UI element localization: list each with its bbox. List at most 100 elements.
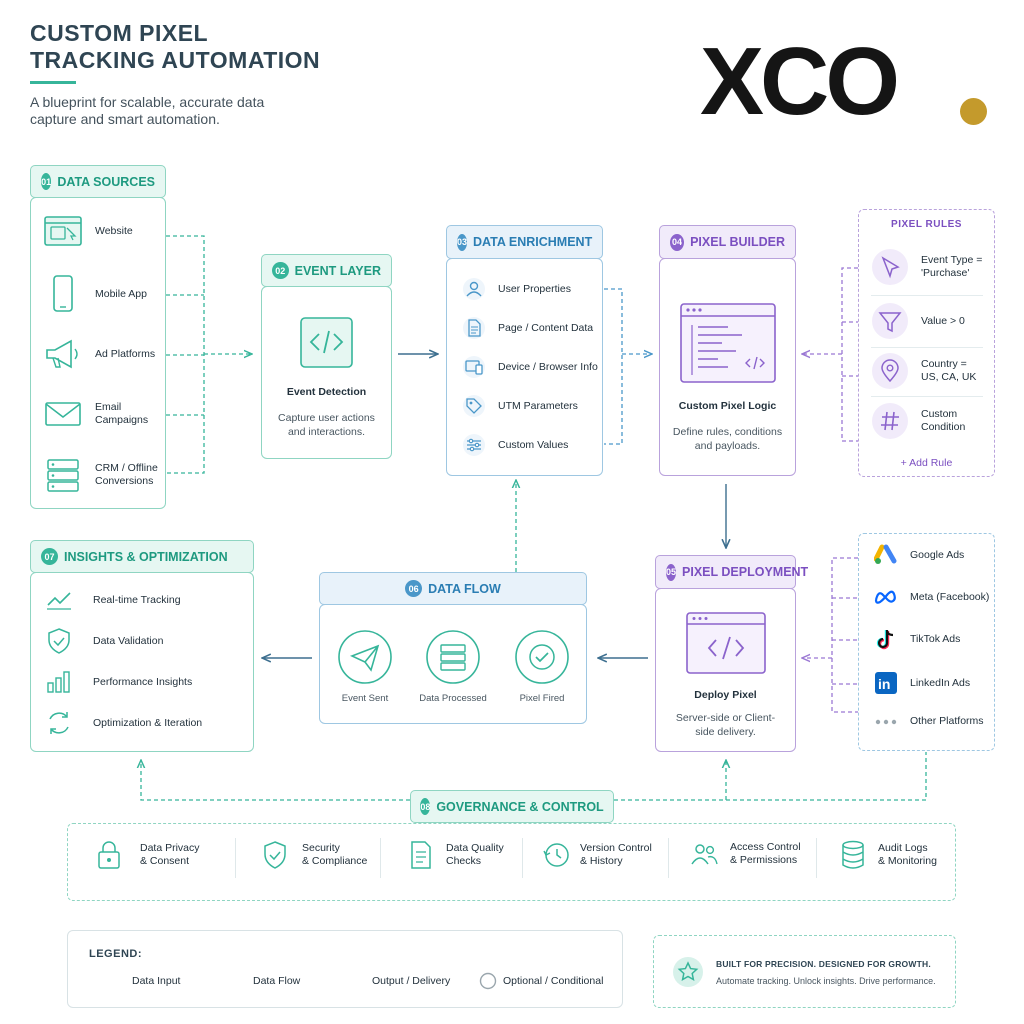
pixel-builder-header: 04 PIXEL BUILDER	[659, 225, 796, 259]
governance-item-privacy: Data Privacy& Consent	[96, 840, 200, 870]
divider	[668, 838, 669, 878]
footer-tagline: Automate tracking. Unlock insights. Driv…	[716, 976, 936, 986]
event-layer-header: 02 EVENT LAYER	[261, 254, 392, 287]
deploy-code-icon	[686, 612, 766, 679]
data-sources-header: 01 DATA SOURCES	[30, 165, 166, 198]
shield-check-icon	[262, 840, 288, 870]
trend-line-icon	[45, 589, 73, 611]
database-icon	[840, 840, 866, 870]
paper-plane-icon	[337, 629, 393, 690]
divider	[380, 838, 381, 878]
insights-panel	[30, 572, 254, 752]
source-item-mobile-app: Mobile App	[43, 275, 147, 313]
source-item-email-campaigns: Email Campaigns	[43, 397, 163, 431]
step-number-badge: 07	[41, 548, 58, 565]
custom-pixel-logic-description: Define rules, conditions and payloads.	[672, 426, 783, 452]
linkedin-icon: in	[874, 671, 898, 695]
deploy-pixel-description: Server-side or Client-side delivery.	[675, 712, 776, 738]
pixel-deployment-header: 05 PIXEL DEPLOYMENT	[655, 555, 808, 589]
more-dots-icon	[874, 716, 898, 728]
source-item-ad-platforms: Ad Platforms	[43, 337, 155, 371]
governance-header: 08 GOVERNANCE & CONTROL	[410, 790, 614, 823]
platform-item-other: Other Platforms	[874, 715, 984, 728]
legend-title: LEGEND:	[89, 948, 142, 960]
deploy-pixel-title: Deploy Pixel	[694, 689, 757, 701]
users-icon	[690, 840, 718, 868]
insight-item-realtime-tracking: Real-time Tracking	[45, 589, 181, 611]
governance-item-access-control: Access Control& Permissions	[690, 840, 801, 868]
data-enrichment-header: 03 DATA ENRICHMENT	[446, 225, 603, 259]
checklist-icon	[408, 840, 434, 870]
governance-panel	[67, 823, 956, 901]
flow-step-event-sent: Event Sent	[341, 693, 389, 704]
location-pin-icon	[871, 352, 909, 390]
cycle-icon	[45, 710, 73, 736]
source-item-website: Website	[43, 214, 133, 248]
database-icon	[43, 458, 83, 492]
insight-item-data-validation: Data Validation	[45, 628, 163, 654]
rule-item-country: Country = US, CA, UK	[871, 352, 987, 390]
legend-item-data-input: Data Input	[132, 975, 181, 987]
custom-pixel-logic-title: Custom Pixel Logic	[678, 400, 777, 412]
platform-item-linkedin-ads: in LinkedIn Ads	[874, 671, 970, 695]
step-number-badge: 01	[41, 173, 52, 190]
server-icon	[425, 629, 481, 690]
rule-item-event-type: Event Type = 'Purchase'	[871, 248, 987, 286]
brand-logo-dot	[960, 98, 987, 125]
divider	[871, 396, 983, 397]
page-title: CUSTOM PIXEL TRACKING AUTOMATION	[30, 20, 321, 73]
legend-panel	[67, 930, 623, 1008]
pixel-rules-title: PIXEL RULES	[891, 219, 962, 230]
legend-item-data-flow: Data Flow	[253, 975, 301, 987]
step-number-badge: 02	[272, 262, 289, 279]
phone-icon	[43, 275, 83, 313]
platform-item-meta: Meta (Facebook)	[874, 586, 989, 608]
insights-header: 07 INSIGHTS & OPTIMIZATION	[30, 540, 254, 573]
star-badge-icon	[672, 956, 704, 993]
add-rule-button[interactable]: + Add Rule	[900, 457, 953, 469]
governance-item-audit-logs: Audit Logs& Monitoring	[840, 840, 937, 870]
data-sources-panel	[30, 197, 166, 509]
enrichment-item-device-browser: Device / Browser Info	[462, 355, 598, 379]
data-flow-header: 06 DATA FLOW	[319, 572, 587, 605]
tiktok-icon	[874, 628, 898, 650]
enrichment-item-utm-parameters: UTM Parameters	[462, 394, 578, 418]
divider	[871, 295, 983, 296]
insight-item-optimization: Optimization & Iteration	[45, 710, 202, 736]
tag-icon	[462, 394, 486, 418]
governance-item-version-control: Version Control& History	[542, 840, 652, 870]
optional-circle-icon	[479, 972, 497, 990]
step-number-badge: 03	[457, 233, 468, 251]
title-underline	[30, 81, 76, 84]
step-number-badge: 06	[405, 580, 423, 597]
megaphone-icon	[43, 337, 83, 371]
code-icon	[300, 317, 353, 373]
divider	[235, 838, 236, 878]
event-layer-panel	[261, 286, 392, 459]
divider	[816, 838, 817, 878]
divider	[522, 838, 523, 878]
browser-icon	[43, 214, 83, 248]
divider	[871, 347, 983, 348]
source-item-crm-offline: CRM / Offline Conversions	[43, 458, 163, 492]
filter-icon	[871, 302, 909, 340]
page-subtitle: A blueprint for scalable, accurate data …	[30, 94, 265, 127]
enrichment-item-user-properties: User Properties	[462, 277, 571, 301]
event-detection-description: Capture user actions and interactions.	[278, 412, 375, 438]
devices-icon	[462, 355, 486, 379]
sliders-icon	[462, 433, 486, 457]
shield-check-icon	[45, 628, 73, 654]
document-icon	[462, 316, 486, 340]
check-circle-icon	[514, 629, 570, 690]
flow-step-pixel-fired: Pixel Fired	[519, 693, 565, 704]
hash-icon	[871, 402, 909, 440]
user-icon	[462, 277, 486, 301]
svg-text:in: in	[878, 676, 890, 692]
step-number-badge: 05	[666, 563, 677, 581]
platform-item-tiktok-ads: TikTok Ads	[874, 628, 960, 650]
step-number-badge: 04	[670, 233, 685, 251]
step-number-badge: 08	[420, 798, 431, 815]
enrichment-item-custom-values: Custom Values	[462, 433, 568, 457]
bar-chart-icon	[45, 670, 73, 694]
